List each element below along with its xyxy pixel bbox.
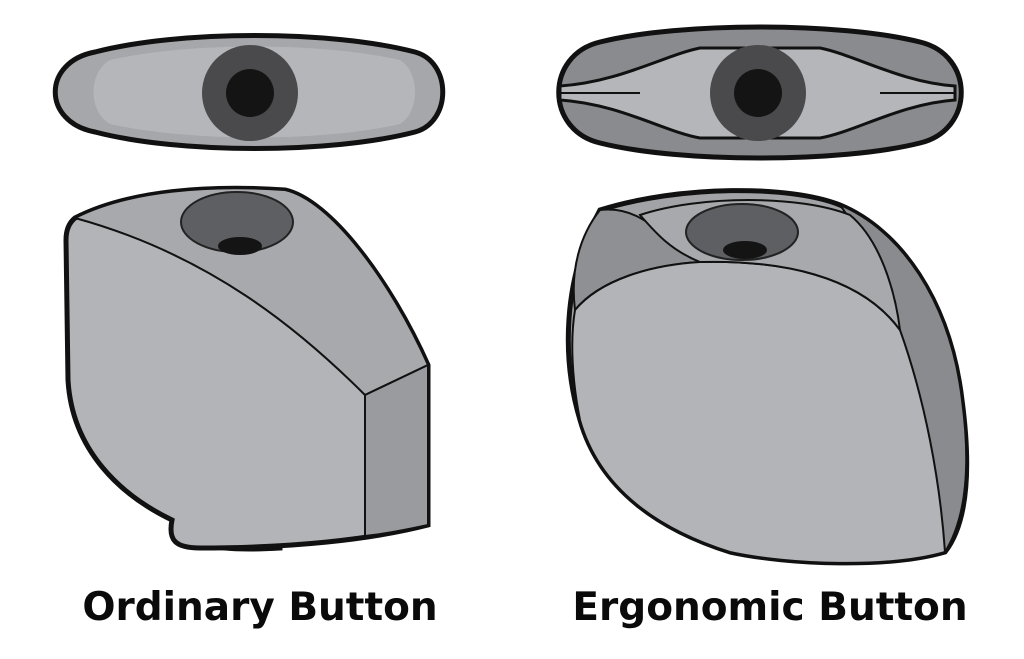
ergonomic-button-3d-view <box>565 188 970 566</box>
ergonomic-3d-hole-inner <box>723 241 767 259</box>
ergonomic-3d-hole-outer <box>685 203 799 261</box>
ergonomic-button-label: Ergonomic Button <box>572 585 968 630</box>
ordinary-top-hole-inner <box>226 69 274 117</box>
ergonomic-button-top-view <box>556 24 964 161</box>
ordinary-button-3d-view <box>63 185 431 552</box>
ergonomic-top-hole-inner <box>734 69 782 117</box>
ordinary-side-face <box>364 363 429 538</box>
ordinary-top-face <box>72 187 430 397</box>
ordinary-button-label: Ordinary Button <box>82 585 438 630</box>
ordinary-3d-hole-inner <box>218 237 262 255</box>
ordinary-button-top-view <box>52 33 446 151</box>
